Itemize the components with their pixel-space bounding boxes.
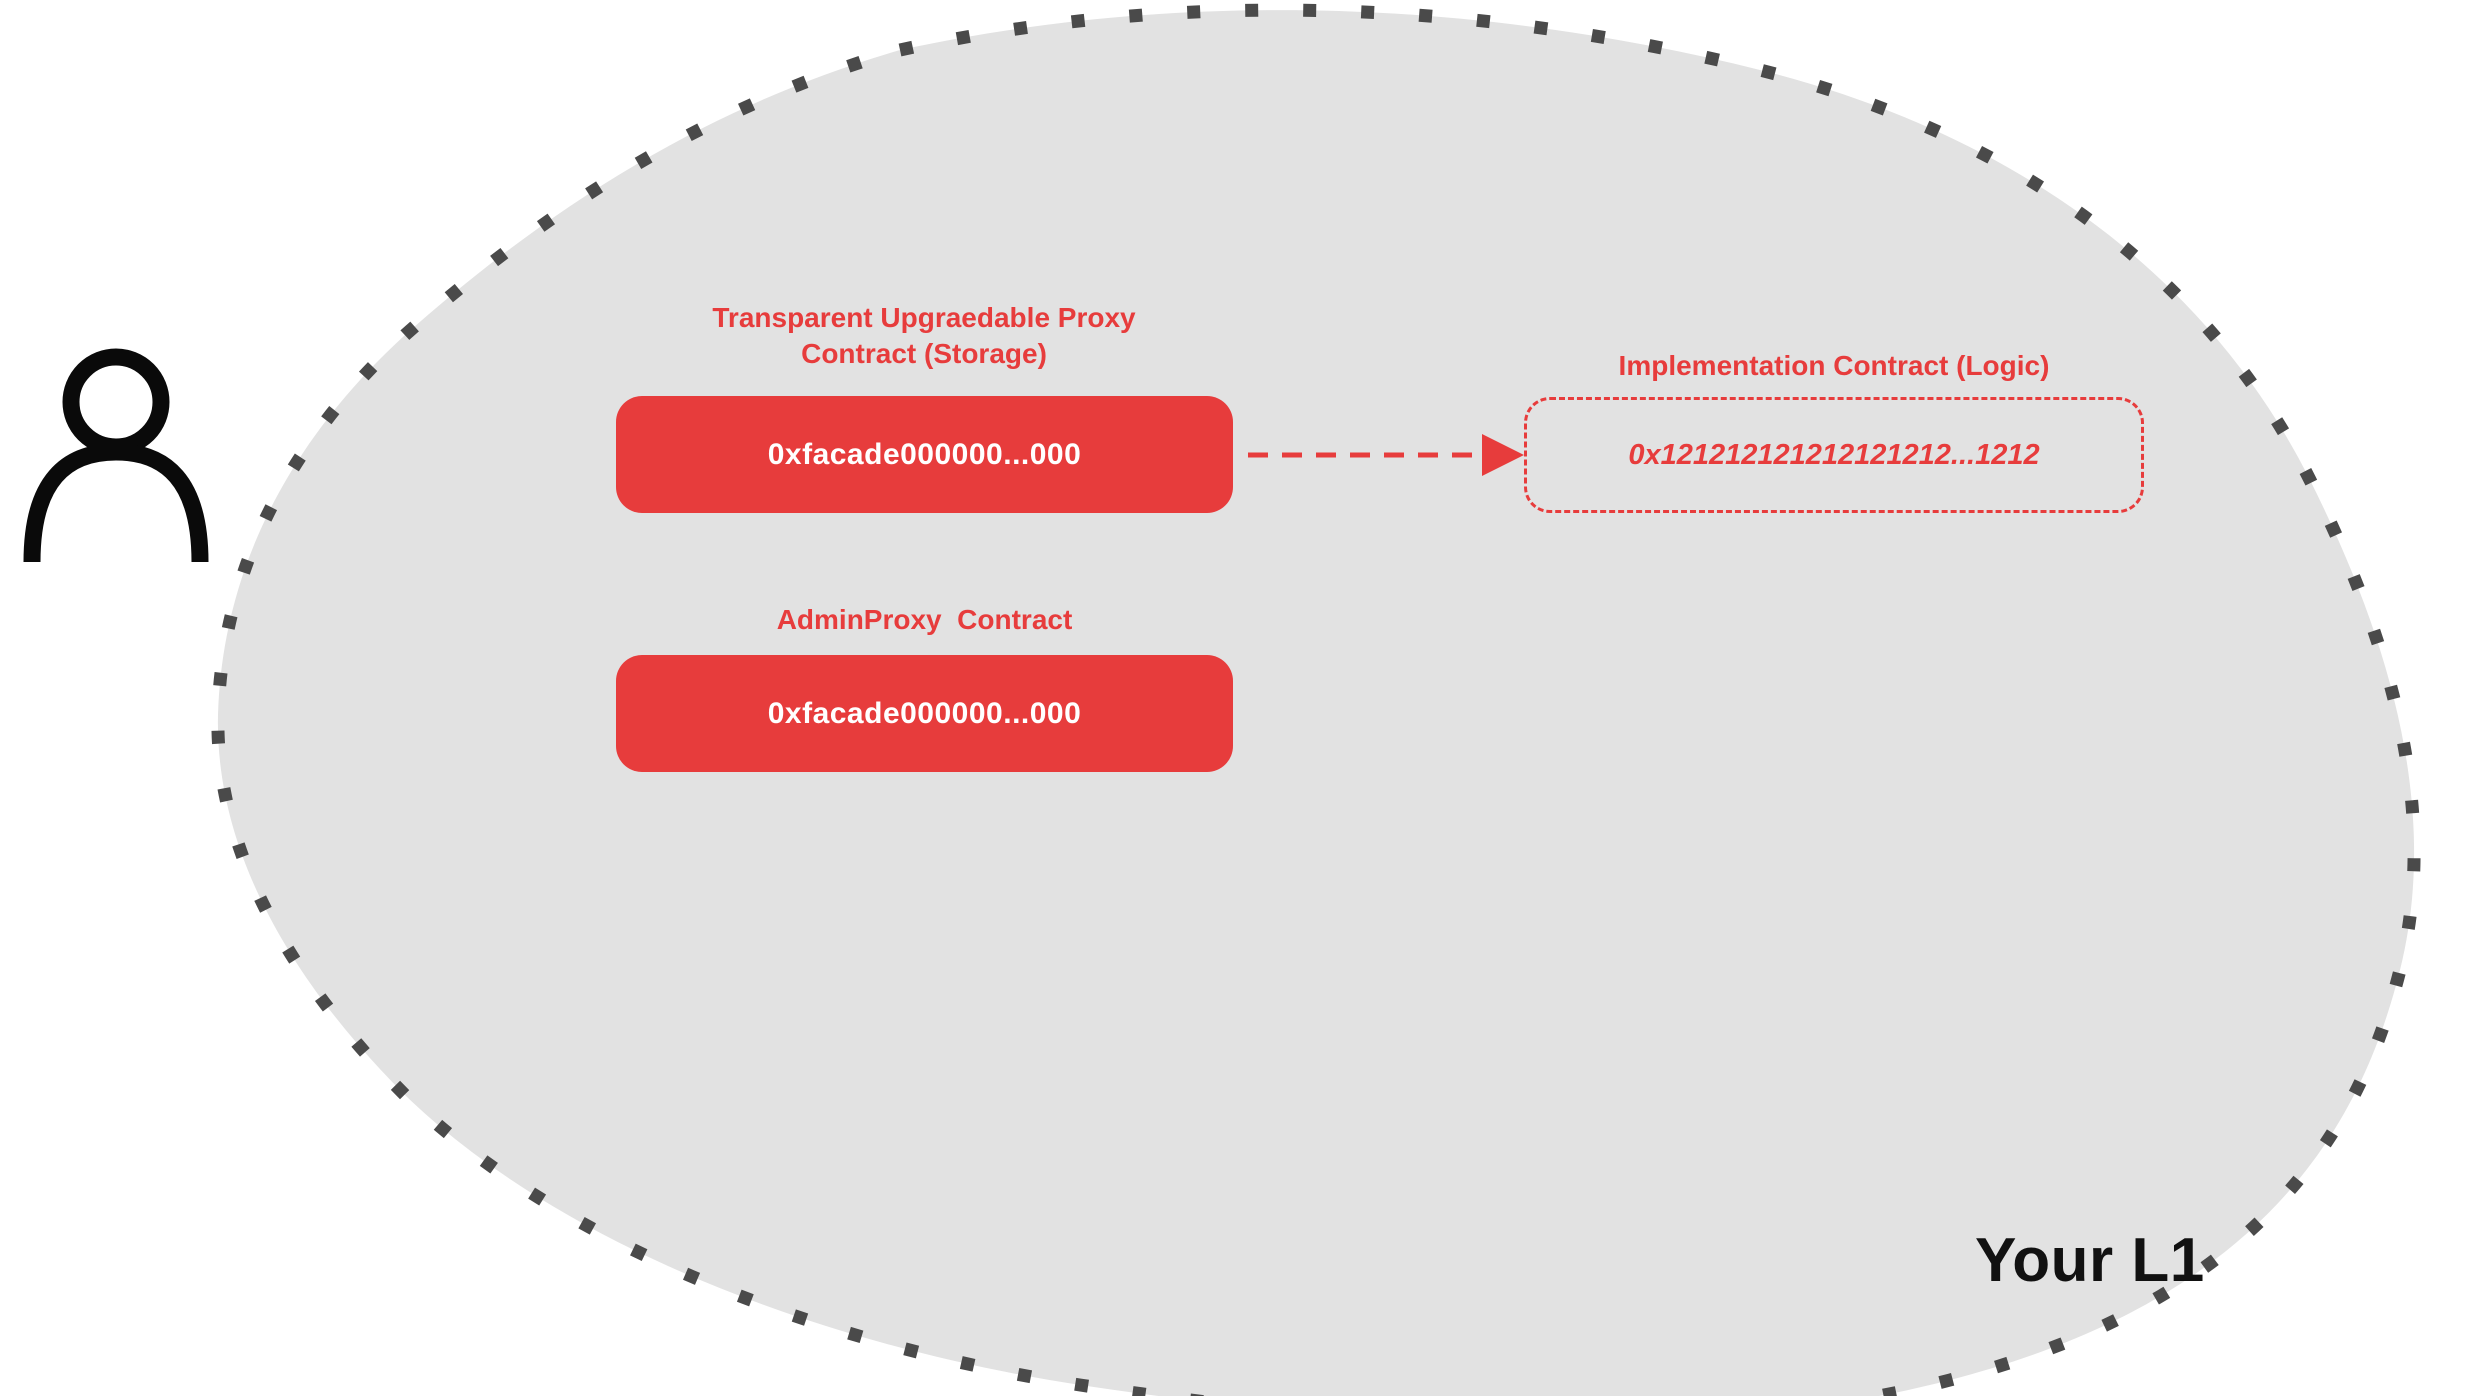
admin-proxy-contract-address: 0xfacade000000...000	[767, 696, 1082, 730]
l1-blob-dotted-border	[211, 3, 2421, 1396]
proxy-contract-address: 0xfacade000000...000	[767, 437, 1082, 471]
user-icon-head	[62, 348, 170, 456]
user-icon	[23, 348, 209, 563]
user-icon-body	[23, 443, 209, 563]
proxy-contract-label: Transparent Upgraedable Proxy Contract (…	[712, 302, 1144, 369]
implementation-contract-box: 0x121212121212121212...1212	[1524, 397, 2144, 513]
admin-proxy-contract-label: AdminProxy Contract	[776, 604, 1073, 635]
implementation-contract-address: 0x121212121212121212...1212	[1628, 438, 2040, 471]
admin-proxy-contract-box: 0xfacade000000...000	[616, 655, 1233, 772]
region-label-your-l1: Your L1	[1975, 1226, 2205, 1295]
proxy-contract-box: 0xfacade000000...000	[616, 396, 1233, 513]
l1-blob-fill	[217, 10, 2414, 1396]
implementation-contract-label: Implementation Contract (Logic)	[1618, 350, 2050, 381]
